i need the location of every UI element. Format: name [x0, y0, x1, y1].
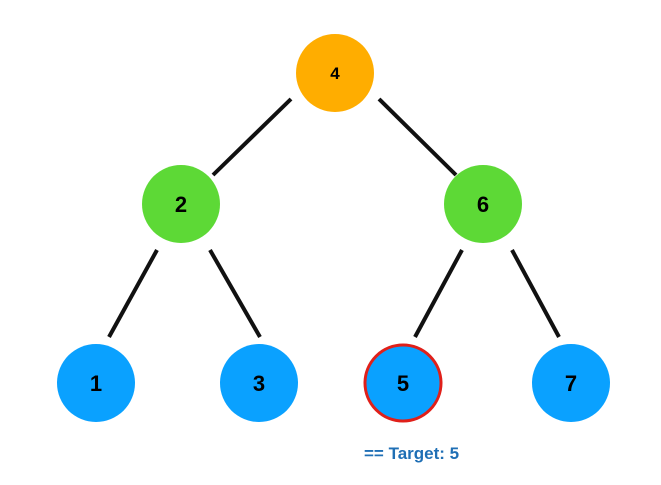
edge-n4-n6	[377, 97, 458, 177]
tree-node-4: 4	[296, 34, 374, 112]
node-label-4: 4	[330, 64, 340, 83]
node-label-1: 1	[90, 371, 102, 396]
tree-node-3: 3	[220, 344, 298, 422]
node-circle-7	[532, 344, 610, 422]
tree-node-5: 5	[363, 343, 443, 423]
edge-n6-n7	[510, 249, 561, 338]
edge-n2-n3	[208, 249, 262, 338]
tree-node-1: 1	[57, 344, 135, 422]
node-label-2: 2	[175, 192, 187, 217]
edge-n4-n2	[211, 97, 293, 177]
tree-node-7: 7	[532, 344, 610, 422]
node-circle-1	[57, 344, 135, 422]
edges	[107, 97, 561, 338]
node-label-6: 6	[477, 192, 489, 217]
tree-node-6: 6	[444, 165, 522, 243]
tree-node-2: 2	[142, 165, 220, 243]
node-label-3: 3	[253, 371, 265, 396]
edge-n2-n1	[107, 249, 159, 338]
target-highlight-ring	[363, 343, 443, 423]
edge-n6-n5	[413, 249, 464, 338]
node-circle-5	[364, 344, 442, 422]
node-label-5: 5	[397, 371, 409, 396]
node-circle-6	[444, 165, 522, 243]
nodes: 4 2 6 1 3 5 7	[57, 34, 610, 423]
target-annotation: == Target: 5	[364, 444, 459, 463]
node-circle-3	[220, 344, 298, 422]
node-circle-2	[142, 165, 220, 243]
node-label-7: 7	[565, 371, 577, 396]
node-circle-4	[296, 34, 374, 112]
